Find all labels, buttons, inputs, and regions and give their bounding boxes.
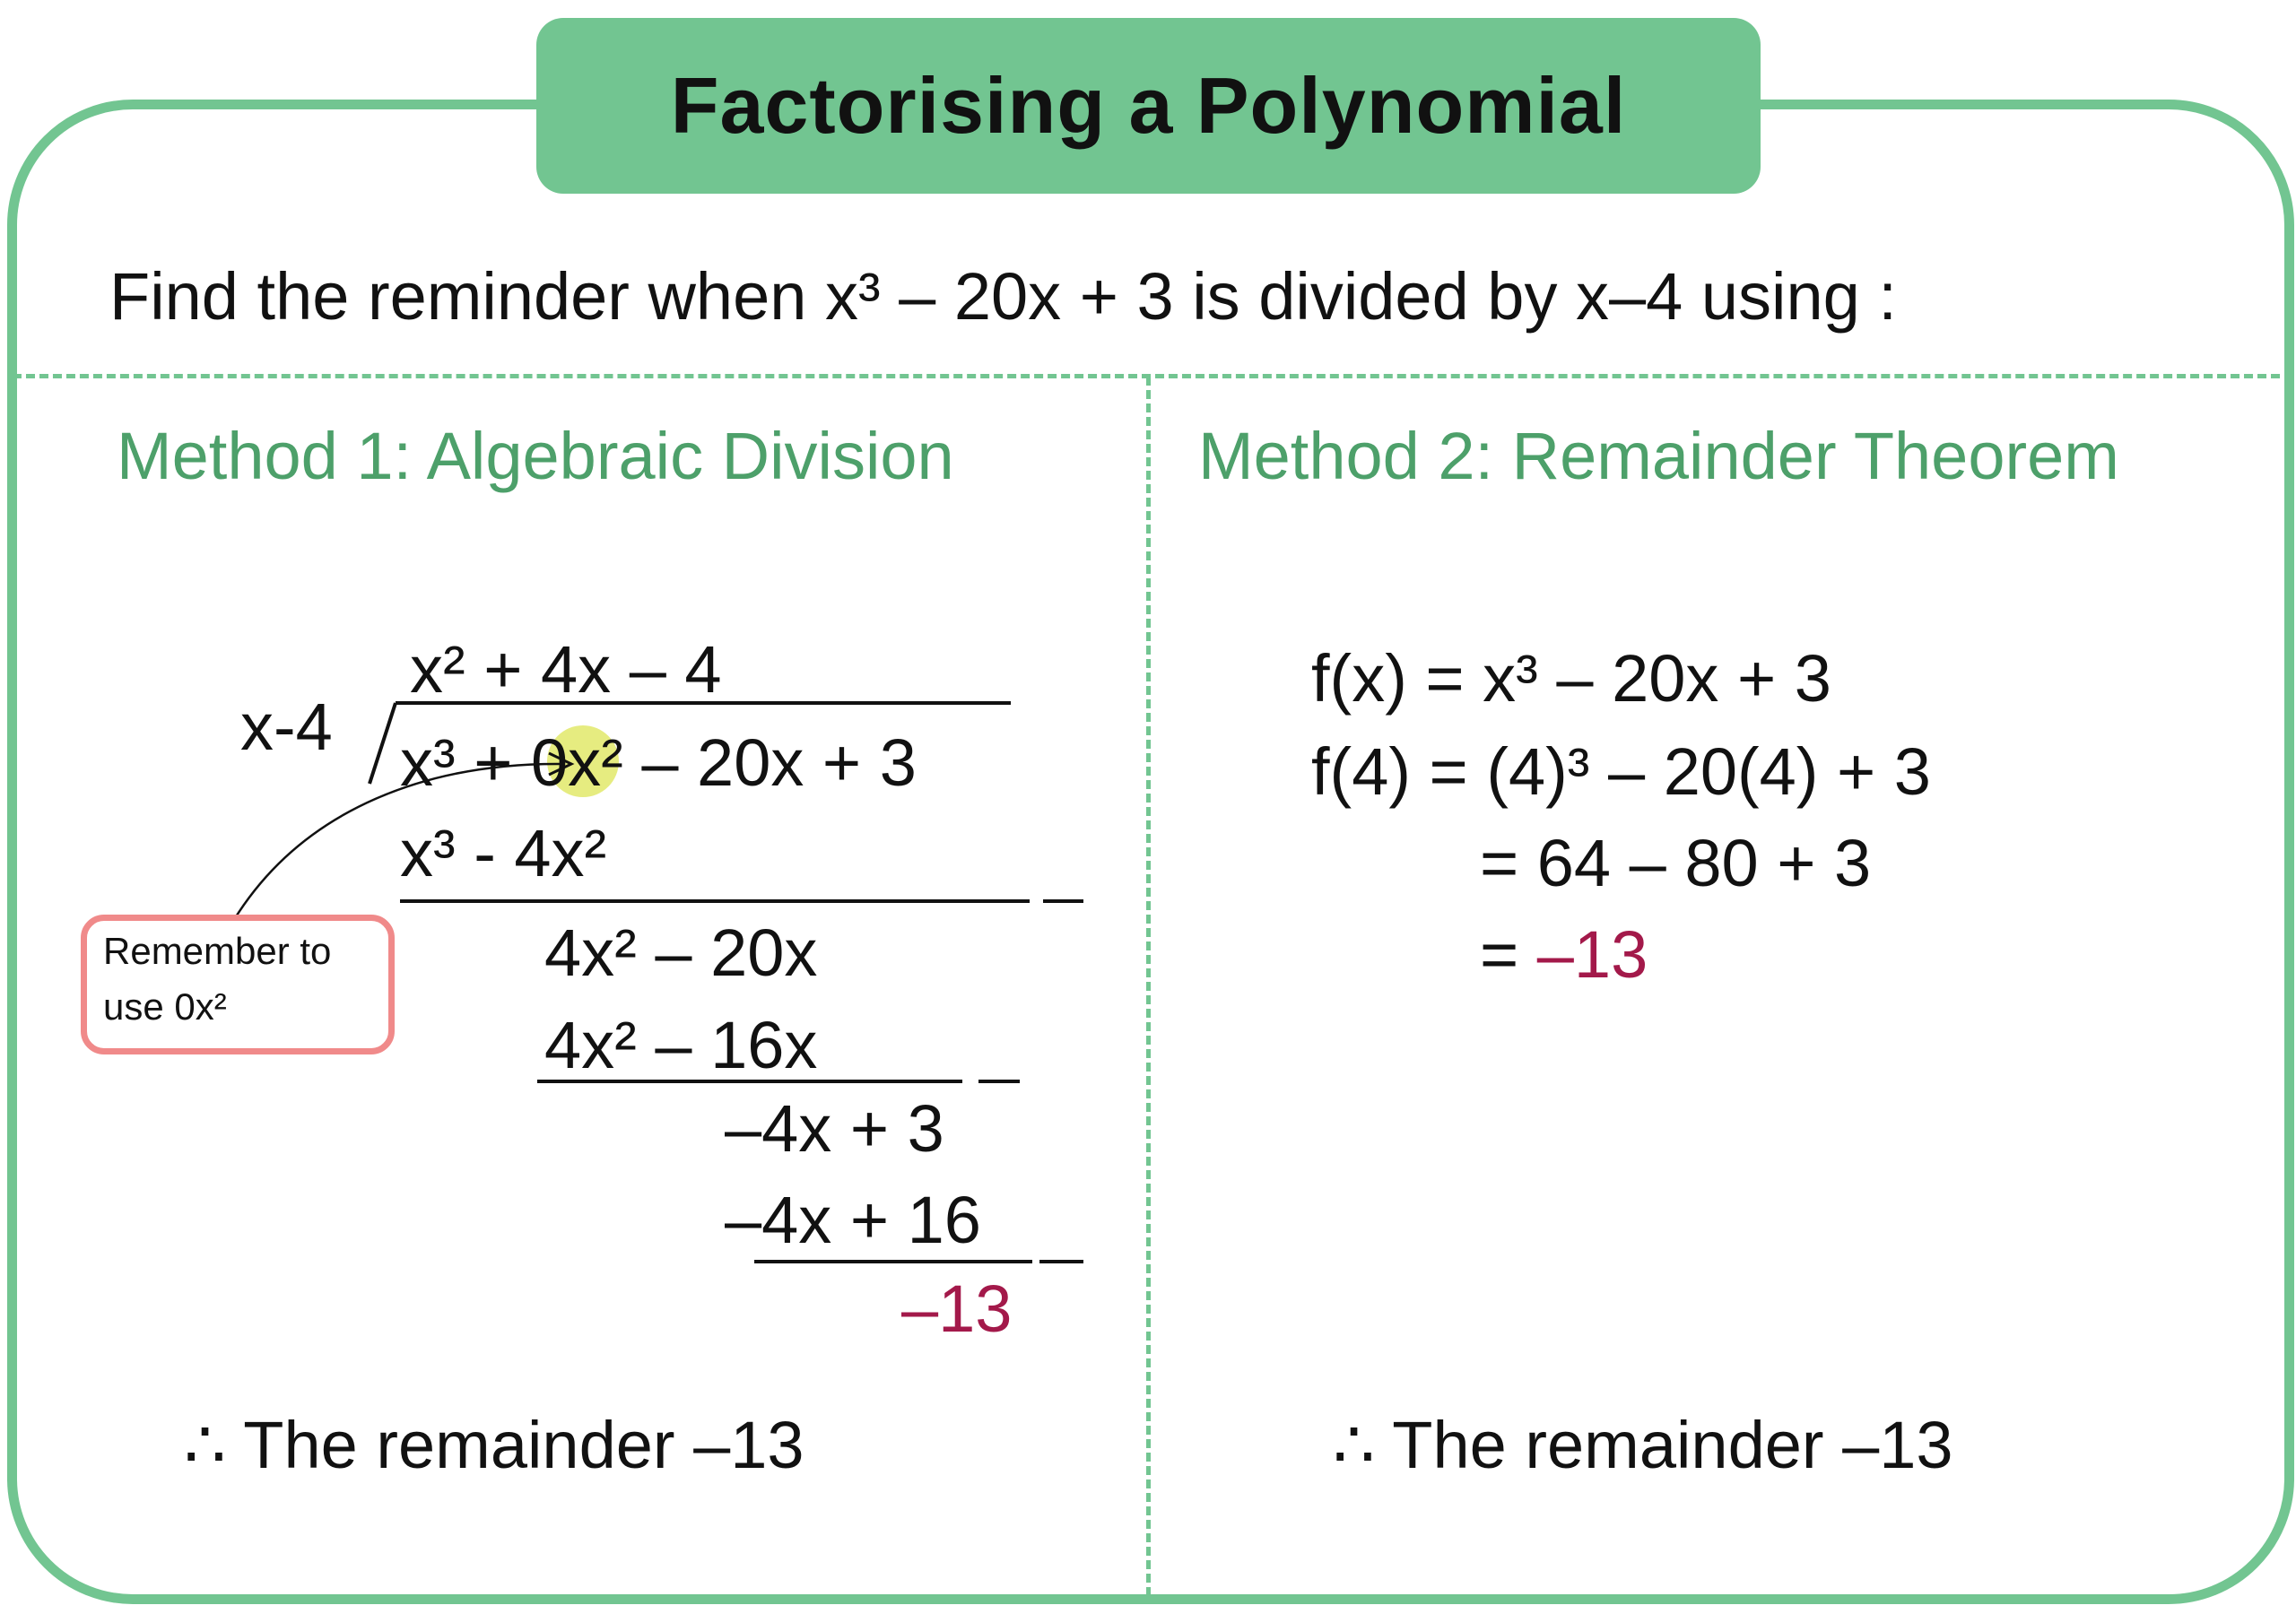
note-line-1: Remember to <box>103 930 332 972</box>
note-arrow <box>233 762 566 919</box>
arrow-head-icon <box>548 751 575 777</box>
divisor: x-4 <box>240 690 333 764</box>
method2-heading: Method 2: Remainder Theorem <box>1198 419 2119 493</box>
page-title: Factorising a Polynomial <box>670 61 1627 150</box>
step-2: 4x² – 20x <box>544 915 818 990</box>
equation-line-2: f(4) = (4)³ – 20(4) + 3 <box>1311 734 1931 809</box>
equation-line-4: = –13 <box>1480 922 1648 988</box>
quotient: x² + 4x – 4 <box>410 632 722 707</box>
divider-vertical <box>1146 377 1151 1596</box>
note-line-2: use 0x² <box>103 985 227 1028</box>
equation-line-3: = 64 – 80 + 3 <box>1480 826 1872 900</box>
result-value: –13 <box>1536 917 1648 992</box>
step-5: –4x + 16 <box>725 1183 981 1257</box>
step-4: –4x + 3 <box>725 1091 944 1166</box>
method2-conclusion: ∴ The remainder –13 <box>1333 1408 1953 1482</box>
remainder-value: –13 <box>901 1271 1013 1346</box>
method1-heading: Method 1: Algebraic Division <box>117 419 954 493</box>
dividend: x³ + 0x² – 20x + 3 <box>400 725 917 800</box>
minus-mark <box>978 1080 1020 1083</box>
method1-conclusion: ∴ The remainder –13 <box>184 1408 804 1482</box>
division-lines <box>233 701 1011 919</box>
equation-line-1: f(x) = x³ – 20x + 3 <box>1311 641 1831 716</box>
minus-mark <box>1043 899 1083 903</box>
highlight-zero <box>547 725 619 797</box>
step-3: 4x² – 16x <box>544 1008 818 1082</box>
equals-sign: = <box>1480 917 1537 992</box>
subtract-line <box>754 1260 1032 1263</box>
title-banner: Factorising a Polynomial <box>536 18 1761 194</box>
subtract-line <box>400 899 1030 903</box>
reminder-note: Remember to use 0x² <box>81 915 395 1054</box>
question-text: Find the reminder when x³ – 20x + 3 is d… <box>109 259 1897 334</box>
divider-horizontal <box>13 374 2280 378</box>
minus-mark <box>1039 1260 1083 1263</box>
division-bracket <box>368 702 397 785</box>
step-1: x³ - 4x² <box>400 816 607 890</box>
subtract-line <box>537 1080 962 1083</box>
